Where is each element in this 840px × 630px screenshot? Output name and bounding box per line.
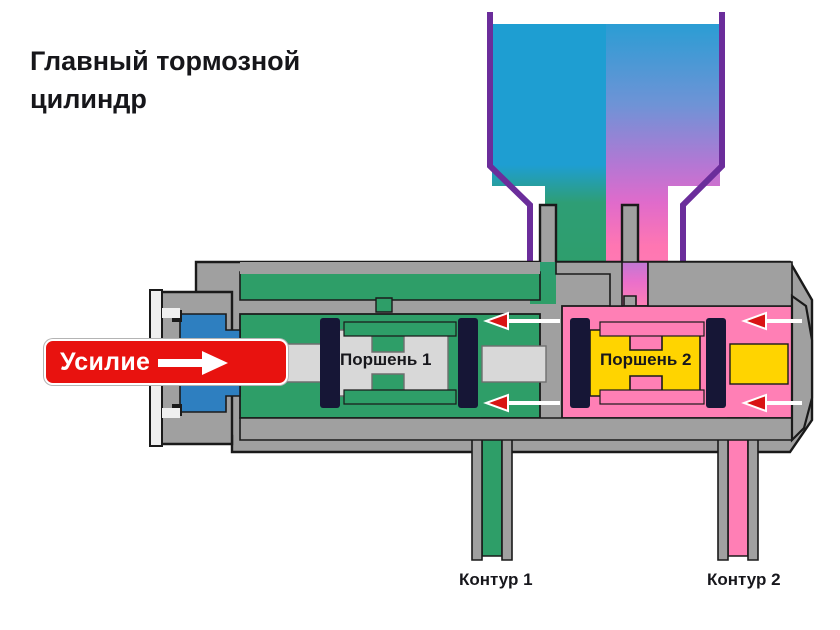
- page-title: Главный тормозной цилиндр: [30, 46, 301, 115]
- circuit-1-label: Контур 1: [459, 570, 533, 589]
- secondary-pipe-wall-left: [717, 429, 729, 561]
- end-cap-inner-lower: [162, 408, 180, 418]
- reservoir-wall-right: [680, 12, 725, 292]
- end-cap-inner-upper: [162, 308, 180, 318]
- piston-1-cup-lower: [343, 389, 457, 405]
- piston-1-cup-upper: [343, 321, 457, 337]
- primary-compensating-port: [375, 297, 393, 313]
- piston-2-stop-block: [729, 343, 789, 385]
- flow-arrow-secondary-bottom: [741, 393, 802, 413]
- primary-pipe-wall-right: [501, 429, 513, 561]
- rib-between-chambers: [555, 261, 623, 307]
- flow-arrow-primary-bottom: [483, 393, 560, 413]
- fluid-reservoir: [487, 12, 725, 295]
- piston-1-seal-front: [458, 318, 478, 408]
- reservoir-wall-left: [487, 12, 533, 292]
- piston-1-assembly: [320, 318, 547, 408]
- piston-2-seal-rear: [570, 318, 590, 408]
- piston-1-seal-rear: [320, 318, 340, 408]
- primary-pipe-wall-left: [471, 429, 483, 561]
- right-arrow-icon: [158, 351, 229, 375]
- secondary-pipe-wall-right: [747, 429, 759, 561]
- flow-arrow-primary-top: [483, 311, 560, 331]
- reservoir-fluid-primary: [492, 24, 606, 295]
- piston-1-label: Поршень 1: [340, 350, 432, 369]
- rib-top-primary: [240, 262, 540, 274]
- force-label: Усилие: [60, 347, 151, 376]
- piston-1-bore-window: [481, 345, 547, 383]
- piston-2-label: Поршень 2: [600, 350, 692, 369]
- piston-2-cup-lower: [599, 389, 705, 405]
- flow-arrow-secondary-top: [741, 311, 802, 331]
- rib-top-secondary: [647, 261, 793, 307]
- rib-bottom: [239, 417, 793, 441]
- primary-feed-gallery: [239, 271, 541, 301]
- force-input-banner: Усилие: [44, 339, 288, 385]
- piston-2-seal-front: [706, 318, 726, 408]
- piston-2-assembly: [570, 318, 789, 408]
- piston-2-cup-upper: [599, 321, 705, 337]
- circuit-2-label: Контур 2: [707, 570, 781, 589]
